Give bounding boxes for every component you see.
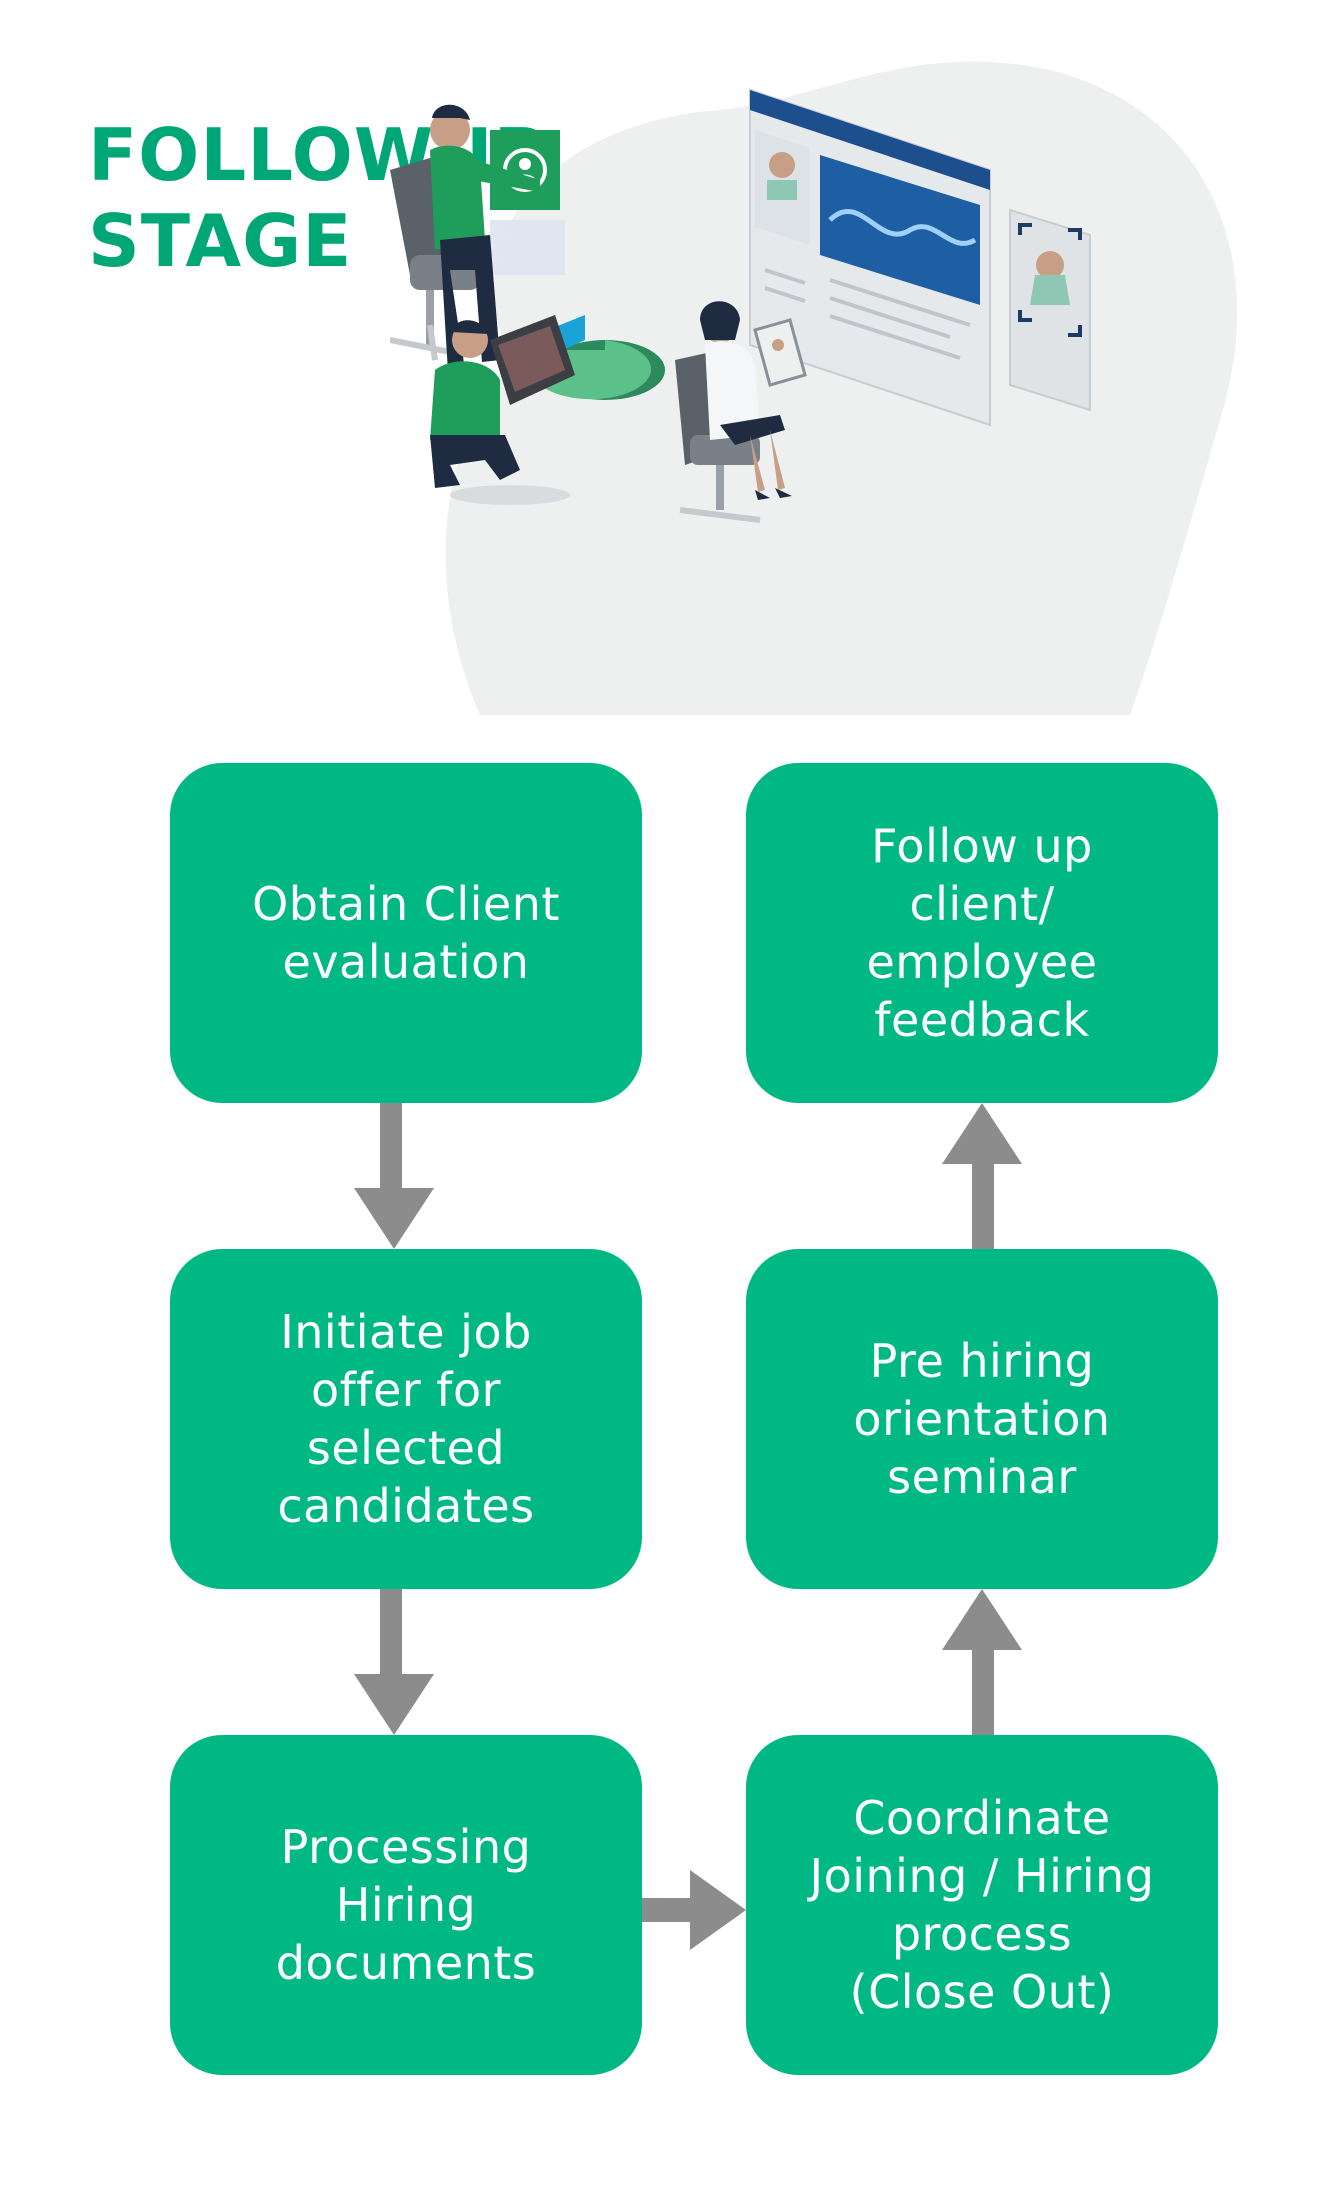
- step-label: Obtain Client evaluation: [252, 877, 560, 989]
- step-label: Pre hiring orientation seminar: [853, 1334, 1111, 1504]
- arrow-down-2-icon: [354, 1589, 434, 1735]
- arrow-right-icon: [642, 1870, 746, 1950]
- arrow-up-1-icon: [942, 1589, 1022, 1735]
- step-label: Initiate job offer for selected candidat…: [277, 1305, 535, 1533]
- step-obtain-client-evaluation: Obtain Client evaluation: [170, 763, 642, 1103]
- step-follow-up-feedback: Follow up client/ employee feedback: [746, 763, 1218, 1103]
- step-label: Follow up client/ employee feedback: [866, 819, 1098, 1047]
- recruitment-team-illustration-icon: [390, 61, 1238, 715]
- title-line-2: STAGE: [88, 199, 353, 283]
- step-label: Processing Hiring documents: [275, 1820, 537, 1990]
- step-pre-hiring-orientation: Pre hiring orientation seminar: [746, 1249, 1218, 1589]
- step-processing-hiring-documents: Processing Hiring documents: [170, 1735, 642, 2075]
- step-initiate-job-offer: Initiate job offer for selected candidat…: [170, 1249, 642, 1589]
- step-coordinate-joining: Coordinate Joining / Hiring process (Clo…: [746, 1735, 1218, 2075]
- arrow-up-2-icon: [942, 1103, 1022, 1249]
- arrow-down-1-icon: [354, 1103, 434, 1249]
- step-label: Coordinate Joining / Hiring process (Clo…: [809, 1791, 1155, 2019]
